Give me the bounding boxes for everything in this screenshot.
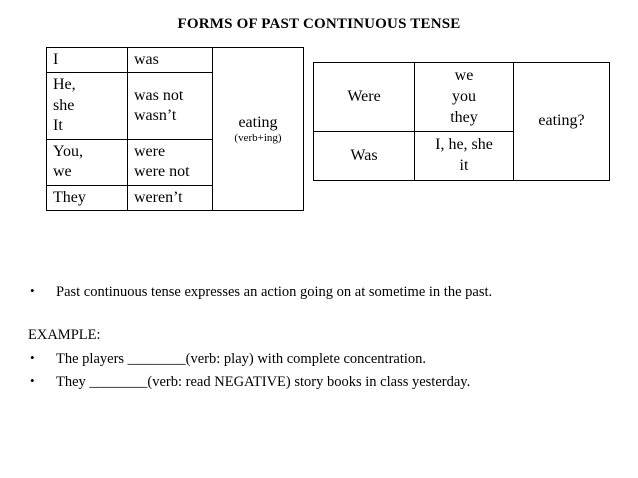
question-aux-cell-1: Were <box>313 61 415 133</box>
example-text-2: They ________(verb: read NEGATIVE) story… <box>56 374 471 391</box>
question-verb-cell: eating? <box>513 62 610 181</box>
subject-cell-3: You,we <box>46 138 128 186</box>
verb-main-text: eating <box>238 113 278 131</box>
list-item: • Past continuous tense expresses an act… <box>28 282 623 303</box>
auxiliary-cell-4: weren’t <box>127 184 213 212</box>
table-row: They weren’t <box>46 184 304 212</box>
list-item: • They ________(verb: read NEGATIVE) sto… <box>28 372 623 393</box>
list-item: • The players ________(verb: play) with … <box>28 349 623 370</box>
example-label: EXAMPLE: <box>28 327 101 343</box>
bullet-icon: • <box>30 350 35 365</box>
page-title: FORMS OF PAST CONTINUOUS TENSE <box>177 16 461 32</box>
example-text-1: The players ________(verb: play) with co… <box>56 351 427 367</box>
subject-cell-1: I <box>46 46 128 74</box>
question-aux-cell-2: Was <box>313 131 415 181</box>
bullet-icon: • <box>30 283 35 298</box>
definition-bullet-list: • Past continuous tense expresses an act… <box>28 282 623 305</box>
verb-sub-text: (verb+ing) <box>234 132 282 145</box>
table-row: I was eating (verb+ing) <box>46 46 304 212</box>
bullet-icon: • <box>30 373 35 389</box>
example-bullet-list: • The players ________(verb: play) with … <box>28 349 623 395</box>
auxiliary-cell-1: was <box>127 46 213 74</box>
verb-cell: eating (verb+ing) <box>212 46 304 212</box>
subject-cell-4: They <box>46 184 128 212</box>
definition-text: Past continuous tense expresses an actio… <box>56 284 493 300</box>
